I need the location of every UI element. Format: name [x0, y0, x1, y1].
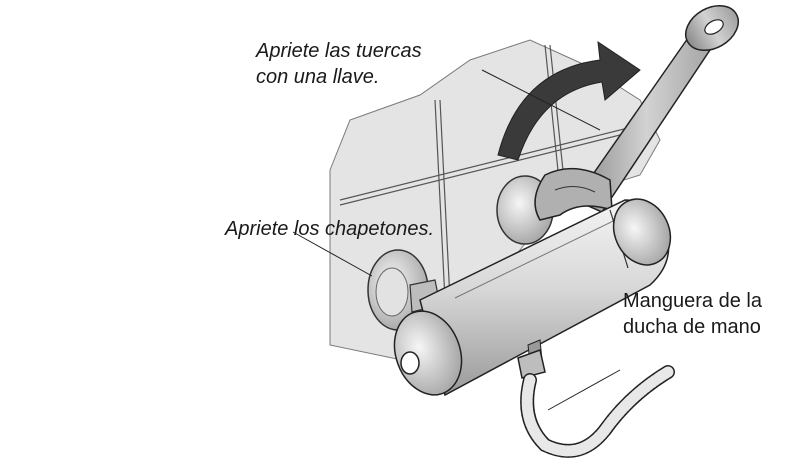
label-tighten-nuts-line2: con una llave. [256, 66, 380, 88]
label-hose-line2: ducha de mano [623, 316, 761, 338]
wrench-icon [534, 4, 739, 221]
leader-lines [292, 69, 621, 411]
hose-icon [517, 349, 675, 458]
rotation-arrow-icon [497, 40, 641, 161]
label-hand-shower-hose: Manguera de la ducha de mano [623, 288, 762, 340]
label-tighten-nuts-line1: Apriete las tuercas [256, 40, 422, 62]
label-tighten-nuts: Apriete las tuercas con una llave. [256, 38, 422, 90]
mixer-body [393, 198, 672, 397]
label-hose-line1: Manguera de la [623, 290, 762, 312]
label-tighten-caps: Apriete los chapetones. [225, 218, 435, 240]
